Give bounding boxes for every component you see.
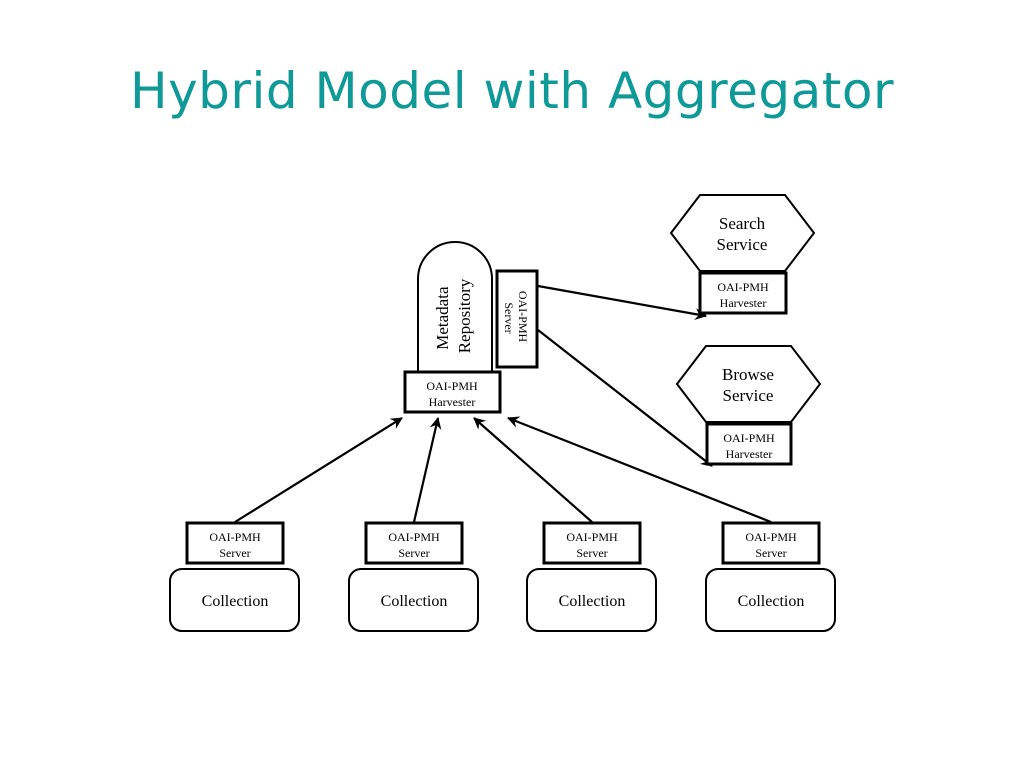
collection-4-server-line2: Server: [755, 546, 786, 560]
repository-oai-pmh-harvester: OAI-PMH Harvester: [403, 370, 502, 414]
search-oai-pmh-harvester: OAI-PMH Harvester: [698, 271, 788, 315]
search-harvester-line2: Harvester: [720, 296, 767, 310]
svg-text:OAI-PMH Server: OAI-PMH Server: [502, 291, 530, 345]
collection-2: OAI-PMH Server Collection: [348, 521, 479, 632]
collection-4-label: Collection: [738, 593, 805, 610]
collection-2-server-line2: Server: [398, 546, 429, 560]
repository-harvester-line2: Harvester: [429, 395, 476, 409]
collection-2-label: Collection: [381, 593, 448, 610]
collection-3-server-line1: OAI-PMH: [566, 530, 618, 544]
edge-collection3-to-harvester: [473, 417, 593, 523]
collection-3: OAI-PMH Server Collection: [526, 521, 657, 632]
search-service-line2: Service: [717, 235, 768, 254]
edge-server-to-search: [537, 284, 707, 320]
repository-oai-pmh-server: OAI-PMH Server: [495, 269, 539, 369]
collection-1-label: Collection: [202, 593, 269, 610]
collection-1-server-line2: Server: [219, 546, 250, 560]
collection-4-server-line1: OAI-PMH: [745, 530, 797, 544]
search-harvester-line1: OAI-PMH: [717, 280, 769, 294]
repository-label-line2: Repository: [455, 278, 474, 353]
edge-collection1-to-harvester: [234, 417, 403, 523]
slide-title: Hybrid Model with Aggregator: [129, 62, 895, 120]
collection-1: OAI-PMH Server Collection: [169, 521, 300, 632]
browse-service-line1: Browse: [722, 365, 774, 384]
edge-collection2-to-harvester: [412, 417, 442, 523]
svg-text:Metadata Repository: Metadata Repository: [433, 278, 474, 353]
repository-harvester-line1: OAI-PMH: [426, 379, 478, 393]
repository-label-line1: Metadata: [433, 286, 452, 350]
collection-2-server-line1: OAI-PMH: [388, 530, 440, 544]
browse-oai-pmh-harvester: OAI-PMH Harvester: [705, 422, 793, 466]
edge-server-to-browse: [537, 329, 713, 467]
collection-3-server-line2: Server: [576, 546, 607, 560]
repository-server-line2: Server: [502, 302, 516, 333]
browse-harvester-line1: OAI-PMH: [723, 431, 775, 445]
edge-collection4-to-harvester: [507, 416, 772, 524]
search-service: Search Service: [669, 194, 816, 272]
repository-server-line1: OAI-PMH: [516, 291, 530, 343]
collection-3-label: Collection: [559, 593, 626, 610]
metadata-repository: Metadata Repository: [417, 241, 493, 373]
collection-4: OAI-PMH Server Collection: [705, 521, 836, 632]
browse-service-line2: Service: [723, 386, 774, 405]
search-service-line1: Search: [719, 214, 766, 233]
collection-1-server-line1: OAI-PMH: [209, 530, 261, 544]
browse-harvester-line2: Harvester: [726, 447, 773, 461]
browse-service: Browse Service: [675, 345, 822, 423]
